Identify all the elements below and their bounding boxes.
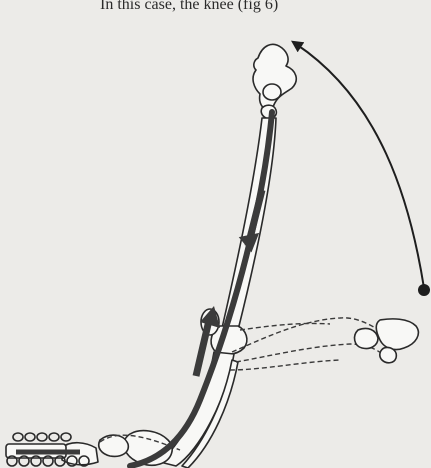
swing-arc-arrow <box>296 44 424 288</box>
swung-leg-outline <box>230 318 418 370</box>
hip-bone <box>253 44 296 118</box>
pivot-dot <box>418 284 430 296</box>
